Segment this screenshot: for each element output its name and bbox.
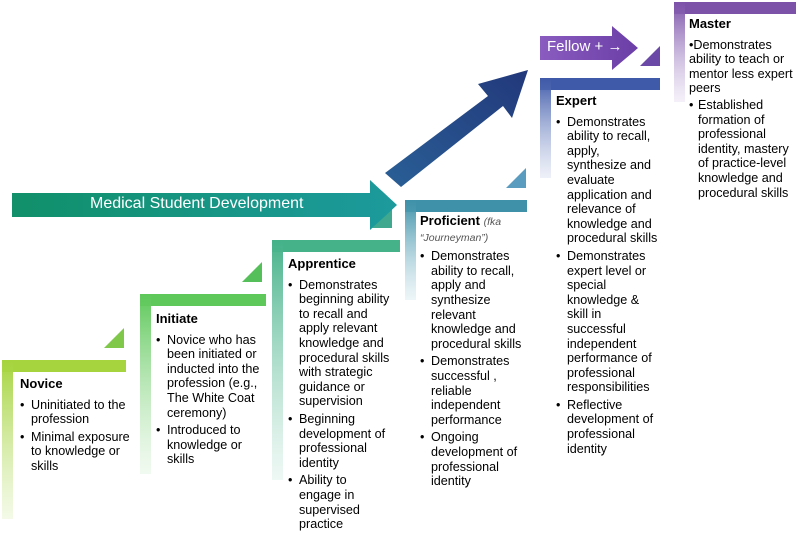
novice-stage: Novice Uninitiated to the profession Min… [20,376,130,477]
medical-student-arrow [12,180,397,230]
proficient-title-line: Proficient (fka “Journeyman”) [420,213,530,245]
novice-bullets: Uninitiated to the profession Minimal ex… [20,398,130,474]
staircase-graphic [2,2,796,519]
connector-triangle-1 [104,328,124,348]
proficient-title-note: (fka “Journeyman”) [420,216,502,244]
apprentice-bullet: Ability to engage in supervised practice [288,473,392,531]
expert-bullet: Demonstrates ability to recall, apply, s… [556,115,662,246]
apprentice-step [272,240,400,480]
expert-stage: Expert Demonstrates ability to recall, a… [556,93,662,459]
proficient-bullet: Demonstrates ability to recall, apply an… [420,249,530,351]
master-stage: Master •Demonstrates ability to teach or… [689,16,797,202]
apprentice-bullets: Demonstrates beginning ability to recall… [288,278,392,532]
medical-student-label: Medical Student Development [90,195,304,212]
apprentice-bullet: Beginning development of professional id… [288,412,392,470]
master-bullets: •Demonstrates ability to teach or mentor… [689,38,797,201]
proficient-bullets: Demonstrates ability to recall, apply an… [420,249,530,489]
initiate-stage: Initiate Novice who has been initiated o… [156,311,271,470]
connector-triangle-5 [640,46,660,66]
expert-bullet: Demonstrates expert level or special kno… [556,249,662,395]
apprentice-title: Apprentice [288,256,356,271]
novice-title: Novice [20,376,63,391]
initiate-bullets: Novice who has been initiated or inducte… [156,333,271,467]
master-step [674,2,796,102]
novice-bullet: Uninitiated to the profession [20,398,130,427]
master-title: Master [689,16,731,31]
apprentice-bullet: Demonstrates beginning ability to recall… [288,278,392,409]
expert-step [540,78,660,178]
proficient-bullet: Ongoing development of professional iden… [420,430,530,488]
novice-bullet: Minimal exposure to knowledge or skills [20,430,130,474]
initiate-bullet: Novice who has been initiated or inducte… [156,333,271,421]
expert-bullet: Reflective development of professional i… [556,398,662,456]
master-bullet: •Demonstrates ability to teach or mentor… [689,37,793,96]
fellow-label: Fellow + → [547,38,623,55]
fellow-arrow [540,26,638,70]
initiate-step [140,294,266,474]
residency-arrow [385,70,528,187]
expert-bullets: Demonstrates ability to recall, apply, s… [556,115,662,457]
connector-triangle-4 [506,168,526,188]
master-bullet: Established formation of professional id… [689,98,797,200]
apprentice-stage: Apprentice Demonstrates beginning abilit… [288,256,392,535]
connector-triangle-2 [242,262,262,282]
expert-title: Expert [556,93,597,108]
proficient-title: Proficient [420,213,480,228]
novice-step [2,360,126,519]
proficient-bullet: Demonstrates successful , reliable indep… [420,354,530,427]
initiate-bullet: Introduced to knowledge or skills [156,423,271,467]
initiate-title: Initiate [156,311,198,326]
proficient-stage: Proficient (fka “Journeyman”) Demonstrat… [420,213,530,492]
proficient-step [405,200,527,300]
